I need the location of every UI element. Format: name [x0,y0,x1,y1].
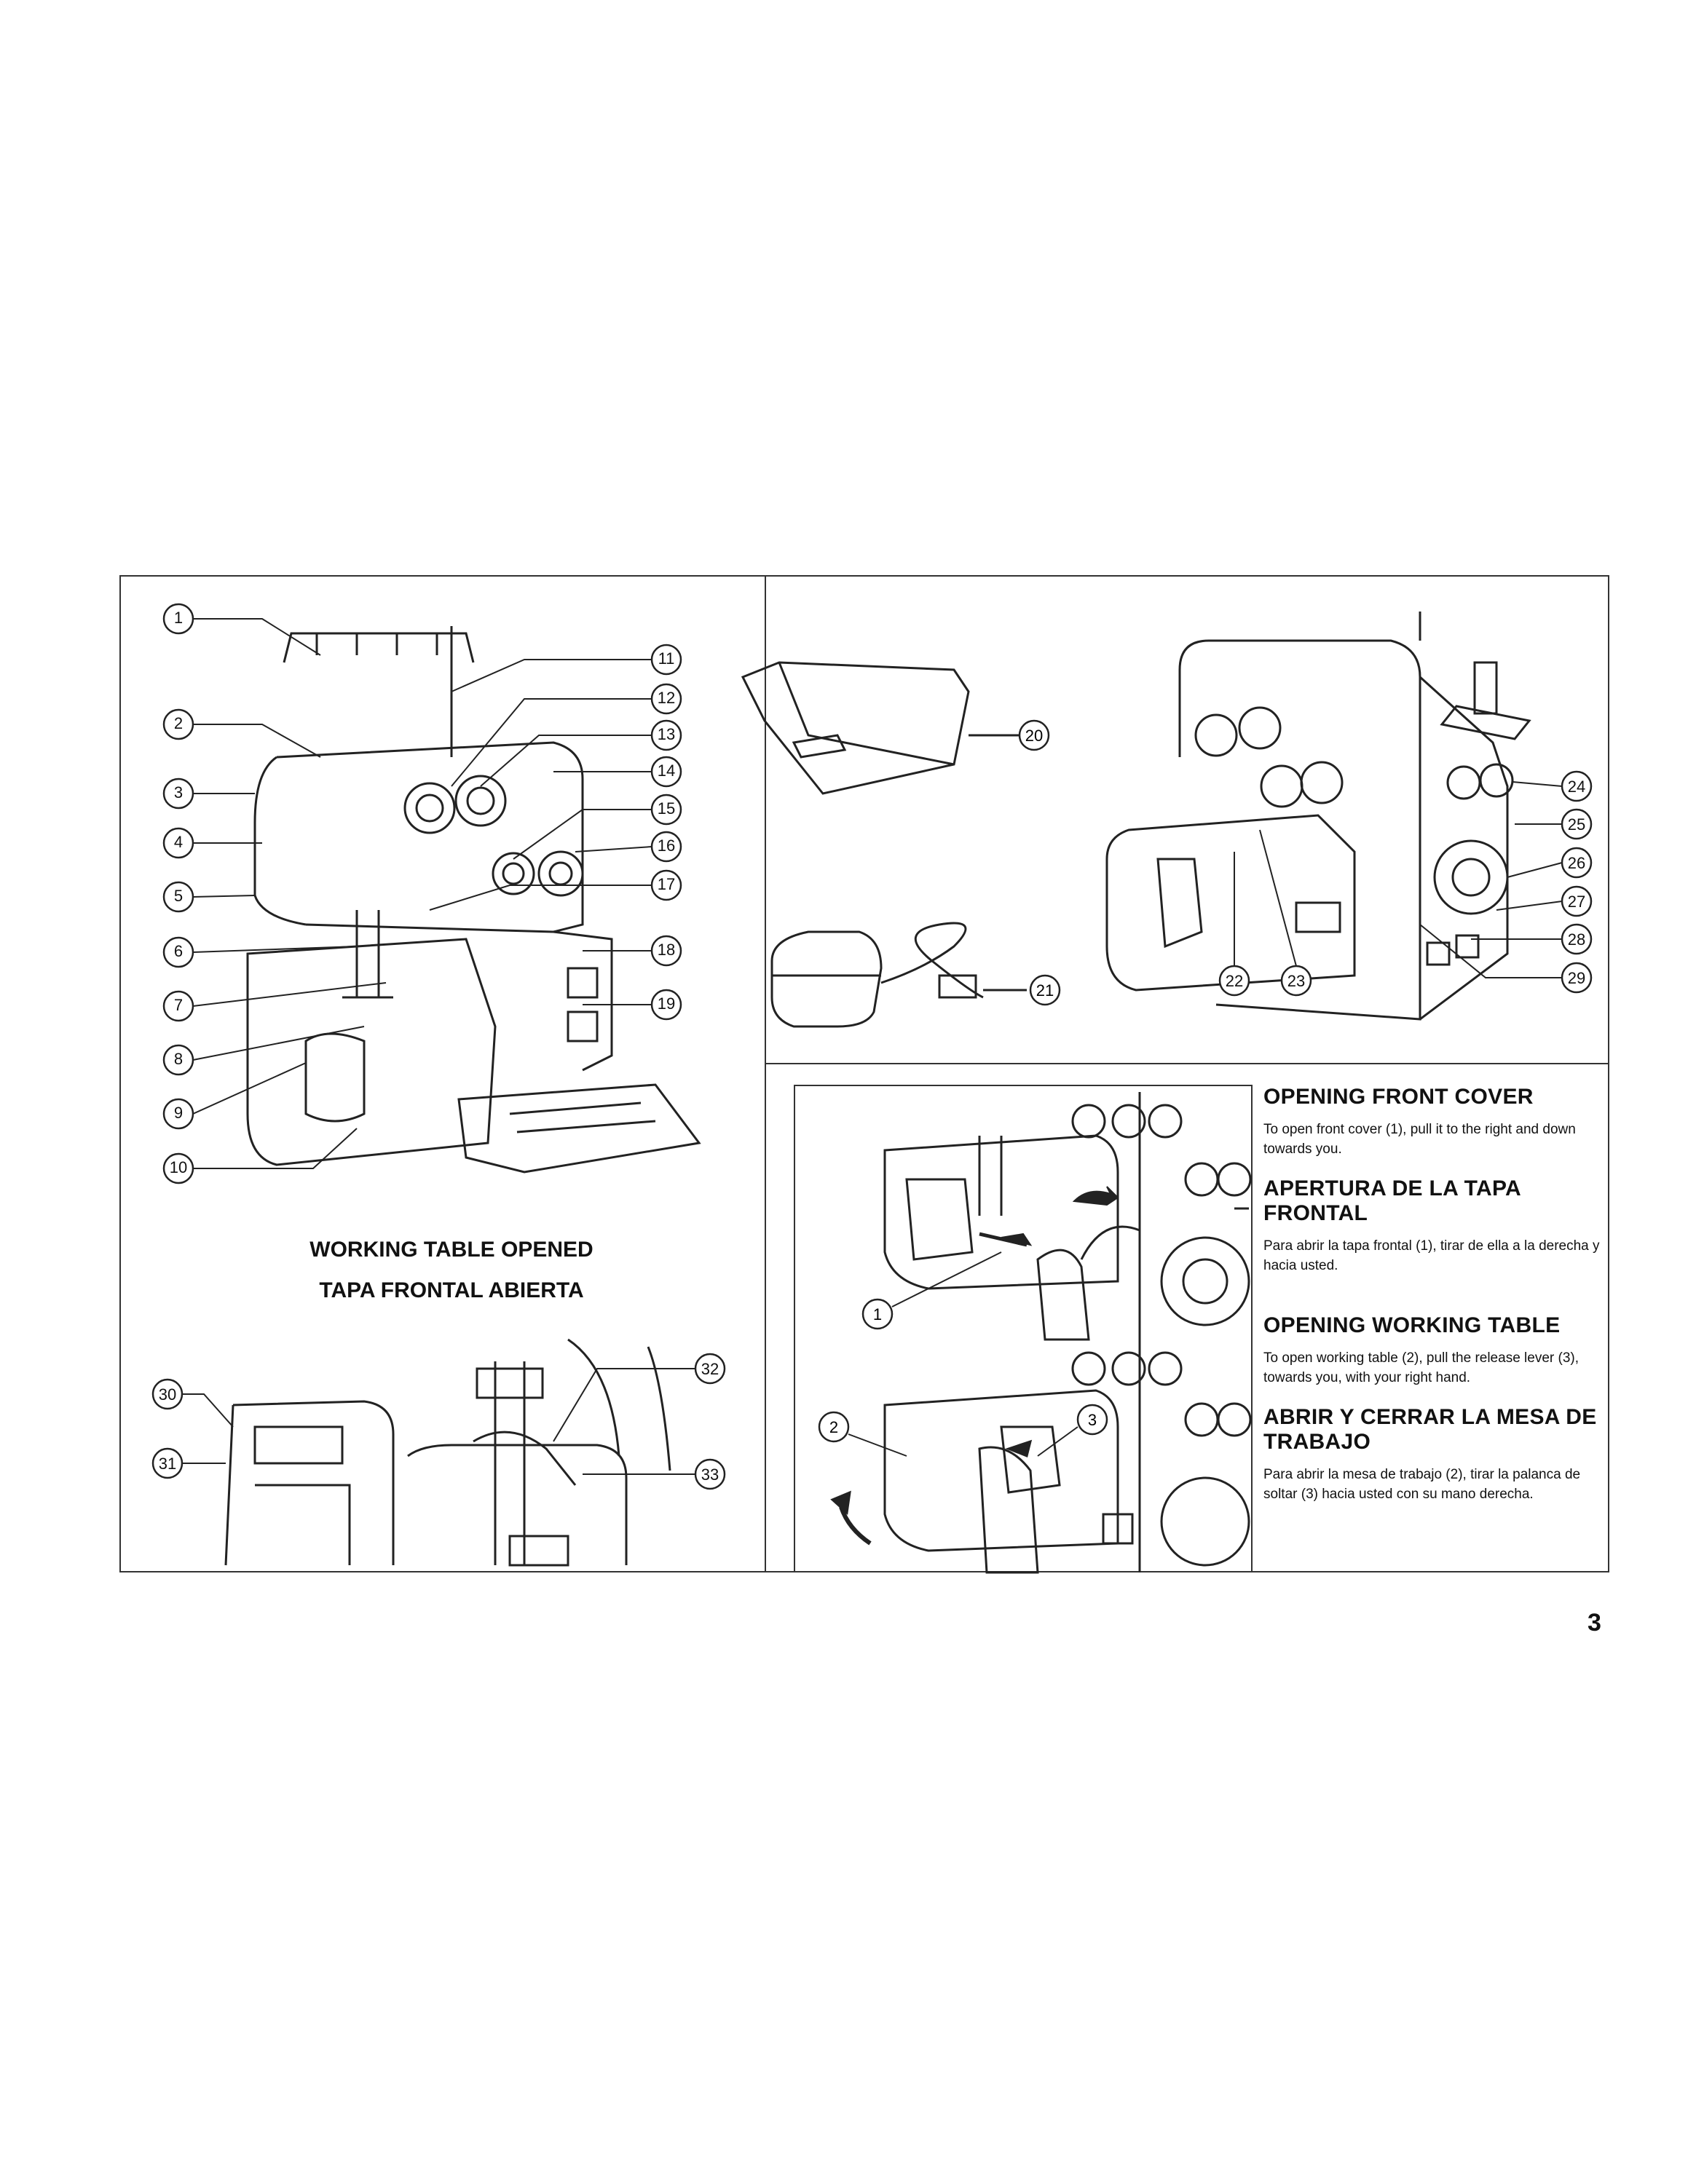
opening-front-cover-illustration: 1 [861,1092,1252,1341]
accessory-cover-illustration: 20 [741,661,1050,795]
callouts-left-column [162,603,682,1184]
working-table-caption-en: WORKING TABLE OPENED [309,1238,593,1262]
front-cover-heading-en: OPENING FRONT COVER [1263,1085,1534,1109]
working-table-callout-2: 2 [829,1418,838,1436]
working-table-text-es: Para abrir la mesa de trabajo (2), tirar… [1263,1467,1581,1502]
working-table-heading-en: OPENING WORKING TABLE [1263,1313,1561,1337]
callout-24: 24 [1568,778,1585,796]
callout-13: 13 [657,725,676,743]
machine-callout-labels: 1 2 3 4 5 6 7 8 9 10 11 12 13 14 15 16 1… [146,590,801,1176]
callout-20: 20 [1025,727,1043,745]
working-table-text-en: To open working table (2), pull the rele… [1263,1350,1579,1385]
callout-5: 5 [173,887,184,905]
callout-17: 17 [657,875,676,893]
front-cover-heading-es: APERTURA DE LA TAPA FRONTAL [1263,1176,1521,1225]
callout-32: 32 [701,1360,719,1378]
instruction-text-column: OPENING FRONT COVER To open front cover … [1263,1085,1606,1504]
callout-6: 6 [173,942,184,960]
foot-pedal-illustration: 21 [770,922,1061,1028]
callout-33: 33 [701,1465,719,1484]
working-table-closeup-illustration: 30 31 32 33 [151,1338,726,1567]
callout-15: 15 [657,799,676,818]
working-table-heading-es: ABRIR Y CERRAR LA MESA DE TRABAJO [1263,1405,1597,1454]
callout-16: 16 [657,836,676,855]
left-figure-divider [119,575,766,1572]
callout-31: 31 [159,1455,176,1473]
callout-23: 23 [1287,972,1305,990]
callout-19: 19 [657,994,676,1013]
callout-12: 12 [657,689,676,707]
callout-30: 30 [159,1385,176,1404]
instruction-illustration-frame [794,1085,1253,1572]
working-table-callout-3: 3 [1088,1411,1097,1429]
front-cover-text-en: To open front cover (1), pull it to the … [1263,1122,1576,1157]
front-cover-callout-1: 1 [873,1305,882,1324]
page-number: 3 [1588,1609,1601,1637]
callout-29: 29 [1568,969,1585,987]
working-table-caption-es: TAPA FRONTAL ABIERTA [319,1278,584,1302]
callout-7: 7 [173,996,184,1014]
callout-18: 18 [657,941,676,959]
callout-9: 9 [173,1104,184,1122]
callout-27: 27 [1568,893,1585,911]
callout-11: 11 [658,649,675,668]
front-cover-text-es: Para abrir la tapa frontal (1), tirar de… [1263,1238,1600,1273]
callout-10: 10 [169,1158,188,1176]
callout-14: 14 [657,761,676,780]
callout-26: 26 [1568,854,1585,872]
callout-3: 3 [173,783,184,802]
serger-front-view-illustration [246,626,701,1174]
callout-1: 1 [173,609,184,627]
callout-21: 21 [1036,981,1054,1000]
serger-side-view-illustration: 24 25 26 27 28 29 22 23 [1105,612,1593,1021]
callout-22: 22 [1226,972,1243,990]
callout-4: 4 [173,833,184,851]
opening-working-table-illustration: 2 3 [818,1340,1252,1574]
callout-25: 25 [1568,815,1585,834]
callout-2: 2 [173,714,184,732]
callout-28: 28 [1568,930,1585,949]
callout-8: 8 [173,1050,184,1068]
